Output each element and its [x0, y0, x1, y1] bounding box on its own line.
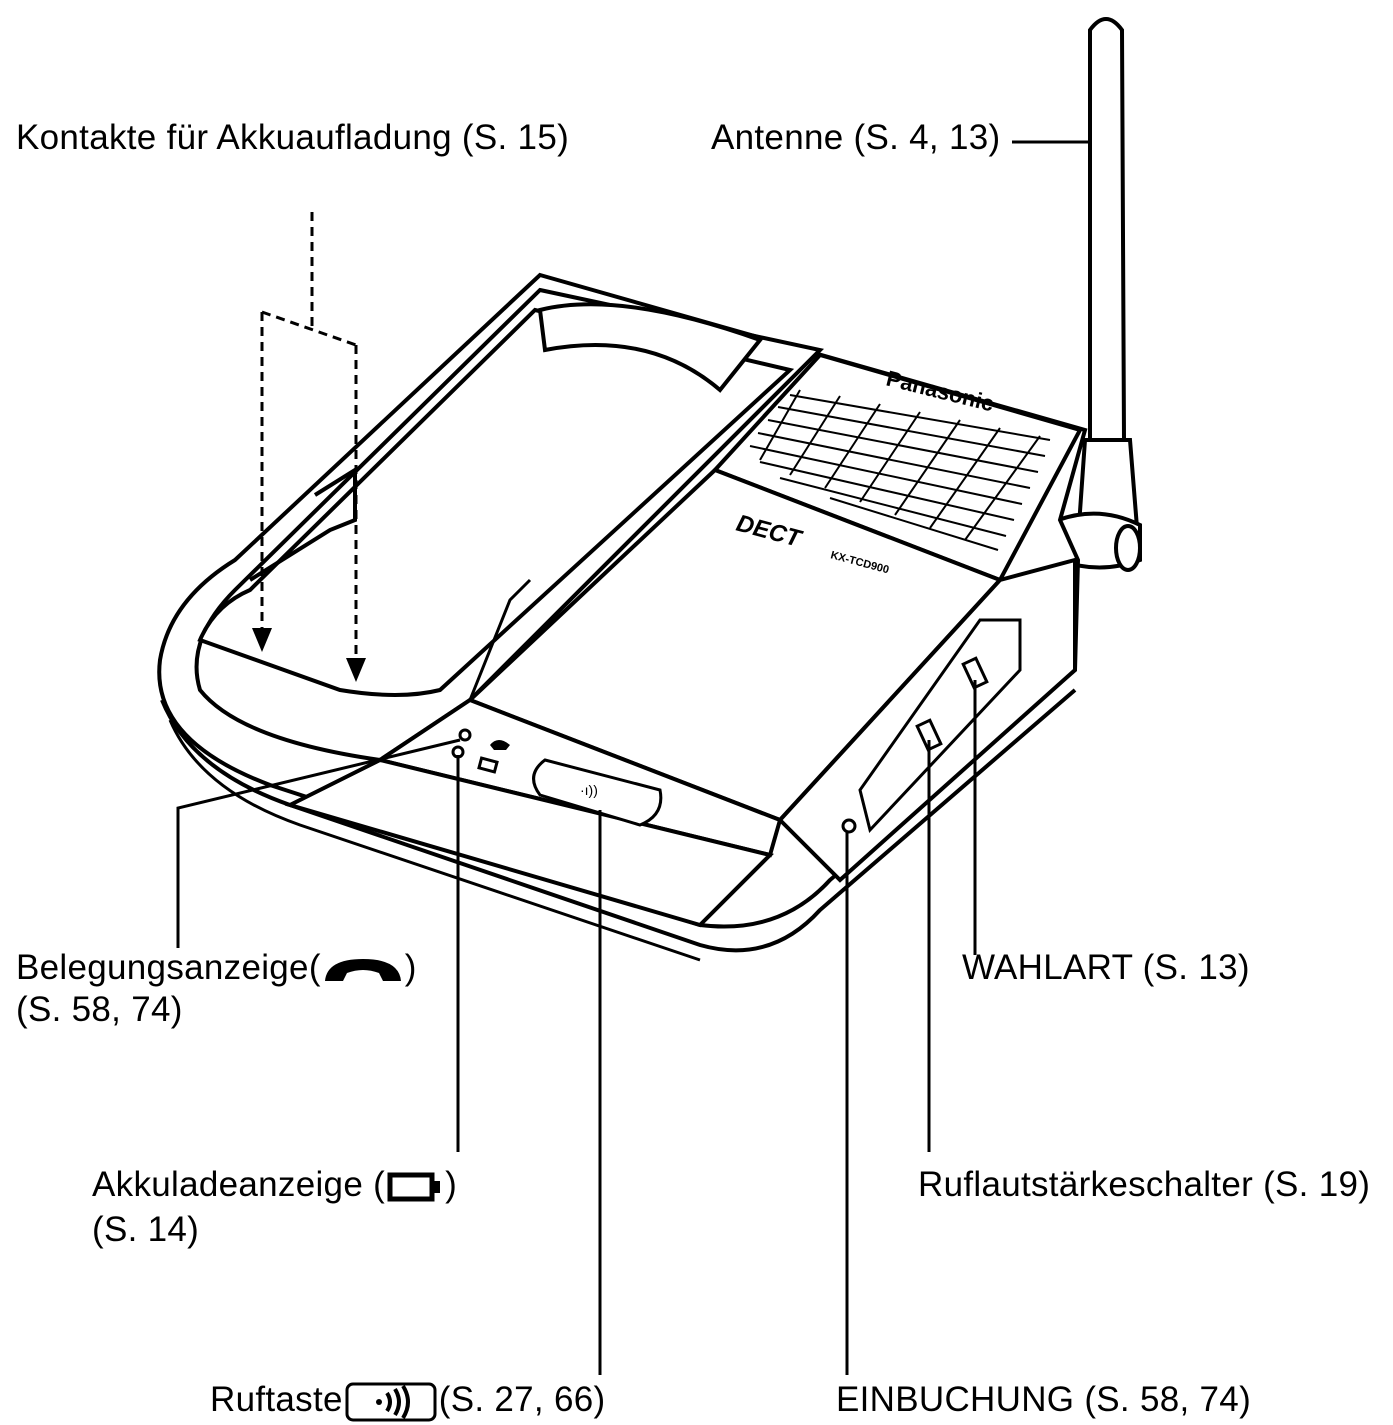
battery-icon [387, 1172, 441, 1202]
page-signal-icon [345, 1382, 437, 1422]
label-antenne: Antenne (S. 4, 13) [711, 118, 1001, 157]
label-ruftaste: Ruftaste (S. 27, 66) [210, 1380, 605, 1423]
leader-lines [176, 140, 1090, 1375]
label-akkulade-title: Akkuladeanzeige [92, 1165, 364, 1204]
charge-led-icon [477, 756, 499, 774]
label-akkulade-pages: (S. 14) [92, 1210, 200, 1249]
speaker-grille [749, 389, 1051, 551]
base-body [157, 272, 1088, 962]
label-belegung-pages: (S. 58, 74) [16, 990, 183, 1029]
label-wahlart: WAHLART (S. 13) [962, 948, 1250, 987]
label-belegung: Belegungsanzeige() [16, 948, 417, 987]
leader-kontakte [260, 212, 358, 670]
label-ruflaut: Ruflautstärkeschalter (S. 19) [918, 1165, 1371, 1204]
handset-icon [324, 958, 401, 981]
leader-arrowheads [252, 628, 366, 682]
busy-led [458, 728, 472, 742]
svg-text:·ı)): ·ı)) [580, 782, 598, 798]
label-akkulade: Akkuladeanzeige () [92, 1165, 458, 1204]
page-button-device: ·ı)) [532, 758, 663, 827]
side-switches [841, 656, 989, 834]
leader-belegung [176, 738, 461, 948]
busy-led-icon [490, 740, 510, 750]
antenna [1056, 17, 1142, 572]
label-kontakte: Kontakte für Akkuaufladung (S. 15) [16, 118, 570, 157]
label-ruftaste-title: Ruftaste [210, 1380, 343, 1419]
label-belegung-title: Belegungsanzeige [16, 948, 309, 987]
label-ruftaste-pages: (S. 27, 66) [438, 1380, 606, 1419]
label-einbuchung: EINBUCHUNG (S. 58, 74) [836, 1380, 1252, 1419]
